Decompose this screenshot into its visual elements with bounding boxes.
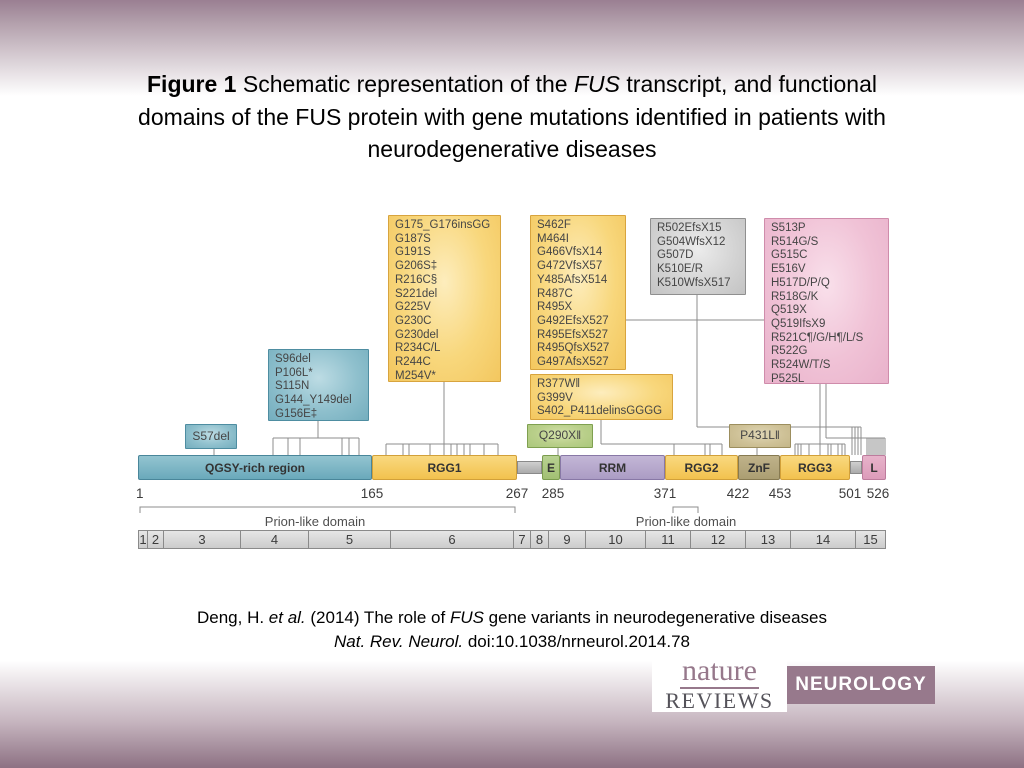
- residue-pos-422: 422: [726, 486, 750, 501]
- slide-title: Figure 1 Schematic representation of the…: [138, 71, 886, 163]
- exon-3: 3: [163, 530, 241, 549]
- exon-15: 15: [855, 530, 886, 549]
- exon-4: 4: [240, 530, 309, 549]
- citation-line-2: Nat. Rev. Neurol. doi:10.1038/nrneurol.2…: [334, 631, 690, 651]
- residue-pos-1: 1: [136, 486, 144, 501]
- exon-9: 9: [548, 530, 586, 549]
- gene-name-italic: FUS: [574, 71, 620, 97]
- callout-rgg2-mutations: R377W‖ G399V S402_P411delinsGGGG: [530, 374, 673, 420]
- connector-lines: [139, 295, 886, 513]
- logo-nature-text: nature: [680, 653, 759, 689]
- exon-6: 6: [390, 530, 514, 549]
- logo-reviews-text: REVIEWS: [665, 687, 774, 713]
- domain-l: L: [862, 455, 886, 480]
- prion-domain-label-left: Prion-like domain: [264, 514, 366, 529]
- callout-s57del: S57del: [185, 424, 237, 449]
- exon-13: 13: [745, 530, 791, 549]
- prion-domain-label-right: Prion-like domain: [635, 514, 737, 529]
- linker-1: [517, 461, 542, 474]
- residue-pos-501: 501: [838, 486, 862, 501]
- domain-rgg3: RGG3: [780, 455, 850, 480]
- exon-10: 10: [585, 530, 646, 549]
- exon-2: 2: [147, 530, 164, 549]
- nature-reviews-logo: nature REVIEWS: [652, 653, 787, 713]
- domain-rgg2: RGG2: [665, 455, 738, 480]
- callout-p431l: P431L‖: [729, 424, 791, 448]
- callout-cterm-mutations: R502EfsX15 G504WfsX12 G507D K510E/R K510…: [650, 218, 746, 295]
- domain-qgsy: QGSY-rich region: [138, 455, 372, 480]
- residue-pos-526: 526: [866, 486, 890, 501]
- callout-rgg3-mutations: S462F M464I G466VfsX14 G472VfsX57 Y485Af…: [530, 215, 626, 370]
- exon-8: 8: [530, 530, 549, 549]
- callout-nls-mutations: S513P R514G/S G515C E516V H517D/P/Q R518…: [764, 218, 889, 385]
- exon-14: 14: [790, 530, 856, 549]
- domain-rrm: RRM: [560, 455, 665, 480]
- residue-pos-285: 285: [541, 486, 565, 501]
- callout-q290x: Q290X‖: [527, 424, 593, 448]
- exon-7: 7: [513, 530, 531, 549]
- callout-qgsy-mutations: S96del P106L* S115N G144_Y149del G156E‡: [268, 349, 369, 421]
- figure-diagram: S57del S96del P106L* S115N G144_Y149del …: [130, 205, 900, 565]
- exon-11: 11: [645, 530, 691, 549]
- residue-pos-165: 165: [360, 486, 384, 501]
- exon-5: 5: [308, 530, 391, 549]
- domain-znf: ZnF: [738, 455, 780, 480]
- domain-e: E: [542, 455, 560, 480]
- exon-12: 12: [690, 530, 746, 549]
- citation-line-1: Deng, H. et al. (2014) The role of FUS g…: [196, 608, 828, 627]
- callout-rgg1-mutations: G175_G176insGG G187S G191S G206S‡ R216C§…: [388, 215, 501, 382]
- figure-number: Figure 1: [147, 71, 237, 97]
- residue-pos-371: 371: [653, 486, 677, 501]
- linker-2: [850, 461, 862, 474]
- residue-pos-267: 267: [505, 486, 529, 501]
- domain-rgg1: RGG1: [372, 455, 517, 480]
- journal-name-badge: NEUROLOGY: [787, 666, 935, 704]
- residue-pos-453: 453: [768, 486, 792, 501]
- citation: Deng, H. et al. (2014) The role of FUS g…: [0, 606, 1024, 654]
